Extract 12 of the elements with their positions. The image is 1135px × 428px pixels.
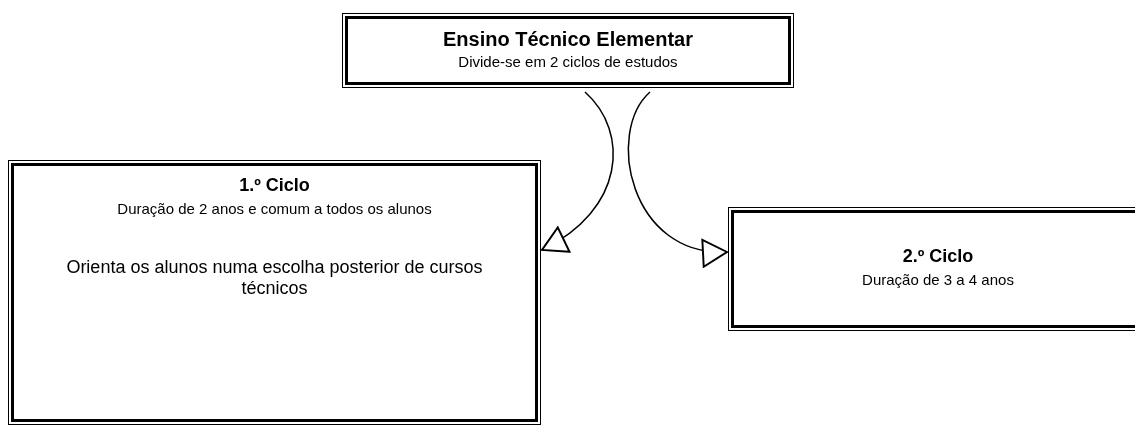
box-text: Orienta os alunos numa escolha posterior de cursos técnicos — [65, 257, 484, 299]
box-heading: 2.º Ciclo — [901, 246, 975, 267]
text-box — [8, 160, 541, 425]
curved-arrow — [627, 91, 728, 266]
box-text: Divide-se em 2 ciclos de estudos — [457, 53, 679, 70]
box-text: Duração de 3 a 4 anos — [861, 271, 1015, 288]
box-heading: 1.º Ciclo — [238, 175, 311, 196]
text-box — [342, 13, 794, 88]
box-heading: Ensino Técnico Elementar — [441, 28, 695, 51]
text-box — [728, 207, 1135, 331]
box-text: Duração de 2 anos e comum a todos os alunos — [116, 200, 433, 217]
curved-arrow — [541, 91, 614, 251]
